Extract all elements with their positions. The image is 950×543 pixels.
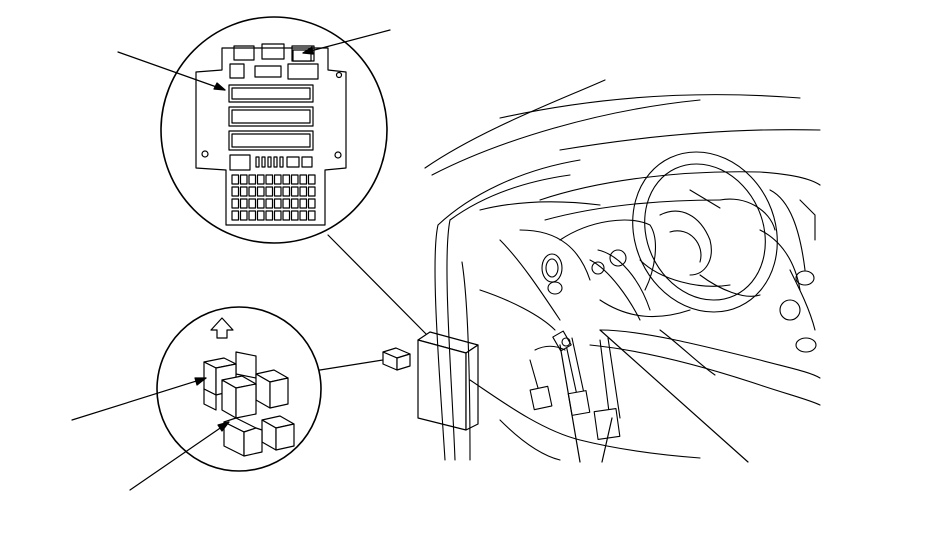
fuse-box-detail-view: [161, 17, 387, 243]
a-pillar: [435, 225, 445, 460]
fuse-slot: [258, 175, 265, 184]
fuse-slot: [266, 199, 273, 208]
callout-line-brake-switch: [560, 345, 580, 462]
callout-line-floor: [602, 418, 612, 462]
arrowhead-relay-lower: [218, 422, 229, 431]
arrowhead-fuse-box-right: [303, 47, 313, 54]
front-direction-arrow-icon: [211, 318, 233, 338]
callout-line-relay-lower: [130, 422, 229, 490]
instrument-hood: [560, 220, 655, 290]
steering-wheel: [607, 128, 803, 336]
fuse-slot: [292, 175, 299, 184]
long-fuse-rows: [229, 85, 313, 150]
center-console: [770, 190, 805, 270]
fuse-slot: [266, 211, 273, 220]
fuse-slot: [232, 187, 239, 196]
fuse-slot: [241, 199, 248, 208]
fuse-grid: [232, 175, 315, 220]
fuse-box-detail-circle: [161, 17, 387, 243]
fuse-slot: [275, 199, 282, 208]
mount-hole-right: [335, 152, 341, 158]
fuse-slot: [292, 199, 299, 208]
windshield-top-line: [425, 80, 605, 168]
callout-line-fuse-box-right: [303, 30, 390, 53]
fuse-slot: [300, 211, 307, 220]
fuse-slot: [249, 199, 256, 208]
fuse-slot: [283, 187, 290, 196]
arrowhead-fuse-box-left: [214, 83, 225, 90]
fuse-slot: [300, 199, 307, 208]
fuse-slot: [258, 187, 265, 196]
fuse-slot: [232, 211, 239, 220]
fuse-slot: [275, 175, 282, 184]
fuse-slot: [309, 175, 316, 184]
fuse-slot: [292, 211, 299, 220]
fuse-slot: [283, 199, 290, 208]
brake-pedal: [565, 338, 590, 415]
clutch-pedal: [530, 360, 552, 410]
fuse-slot: [283, 211, 290, 220]
fuse-slot: [309, 199, 316, 208]
small-connector-row: [230, 155, 312, 170]
arrowhead-relay-upper: [195, 378, 206, 385]
connector-line-to-relay: [320, 360, 383, 370]
fuse-slot: [275, 187, 282, 196]
mount-hole-top: [337, 73, 342, 78]
brake-pedal-switch: [553, 331, 571, 351]
steering-column: [590, 260, 640, 320]
mount-hole-left: [202, 151, 208, 157]
relay-detail-view: [157, 307, 321, 471]
relay-cluster: [204, 352, 294, 456]
fuse-slot: [292, 187, 299, 196]
connector-line-to-box: [328, 235, 432, 340]
callout-line-relay-upper: [72, 378, 206, 420]
fuse-slot: [241, 187, 248, 196]
dashboard-top: [540, 172, 820, 200]
floor-line: [470, 380, 700, 458]
fuse-slot: [249, 175, 256, 184]
fuse-slot: [266, 175, 273, 184]
fuse-slot: [249, 211, 256, 220]
fuse-slot: [309, 187, 316, 196]
fuse-slot: [258, 199, 265, 208]
fuse-slot: [232, 175, 239, 184]
fuse-slot: [283, 175, 290, 184]
top-connectors: [230, 44, 318, 79]
fuse-box-on-vehicle: [418, 332, 478, 430]
callout-line-pedal-bracket: [600, 330, 748, 462]
fuse-slot: [300, 187, 307, 196]
fuse-slot: [241, 175, 248, 184]
vehicle-interior: [425, 80, 820, 460]
small-relay-part: [383, 348, 410, 370]
fuse-slot: [275, 211, 282, 220]
fuse-slot: [266, 187, 273, 196]
fuse-box-outline: [196, 48, 346, 225]
fuse-slot: [249, 187, 256, 196]
fuse-slot: [309, 211, 316, 220]
callout-line-fuse-box-left: [118, 52, 225, 90]
fuse-slot: [241, 211, 248, 220]
fuse-slot: [258, 211, 265, 220]
fuse-slot: [232, 199, 239, 208]
fuse-slot: [300, 175, 307, 184]
accelerator-pedal: [594, 338, 620, 439]
